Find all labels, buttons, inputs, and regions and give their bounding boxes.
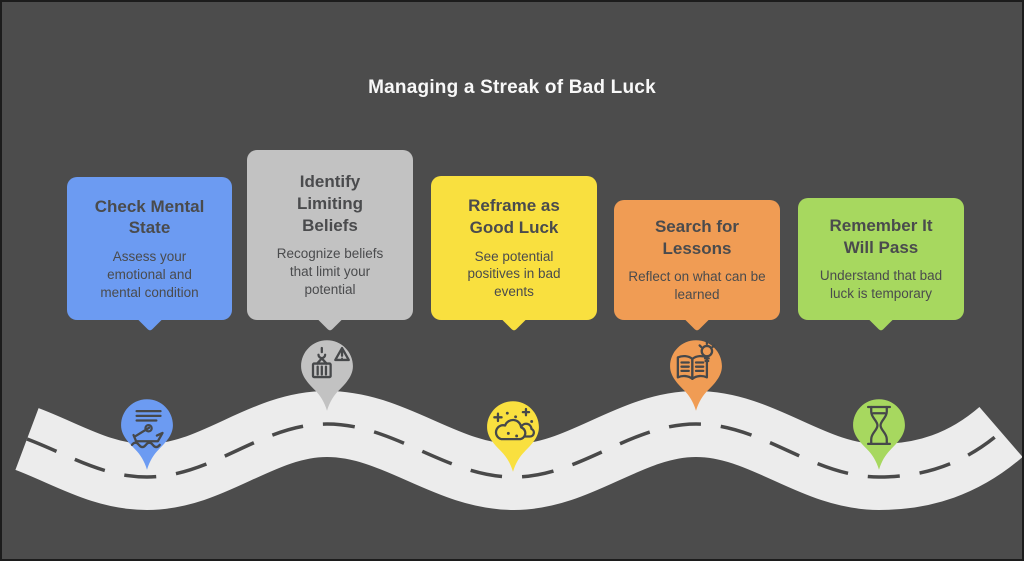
pin-shape — [487, 401, 539, 472]
crane-warning-icon — [311, 346, 350, 379]
open-book-bulb-icon — [676, 340, 716, 380]
pin-identify-limiting-beliefs — [301, 340, 353, 411]
step-description: Reflect on what can be learned — [628, 269, 766, 303]
page-title: Managing a Streak of Bad Luck — [368, 77, 656, 98]
step-description: Recognize beliefs that limit your potent… — [276, 246, 384, 298]
step-title: Check Mental State — [94, 196, 205, 238]
step-title: Identify Limiting Beliefs — [296, 172, 364, 235]
card-check-mental-state: Check Mental State Assess your emotional… — [67, 177, 232, 332]
step-title: Remember It Will Pass — [829, 215, 933, 257]
road-surface — [15, 390, 1022, 511]
card-remember-it-will-pass: Remember It Will Pass Understand that ba… — [798, 198, 964, 332]
pin-check-mental-state — [121, 399, 173, 470]
step-description: Understand that bad luck is temporary — [819, 268, 943, 302]
card-search-for-lessons: Search for Lessons Reflect on what can b… — [614, 200, 780, 332]
cloud-sparkles-icon — [493, 407, 535, 441]
step-description: See potential positives in bad events — [467, 248, 561, 300]
step-title: Search for Lessons — [654, 216, 740, 258]
pin-search-for-lessons — [670, 340, 722, 411]
step-description: Assess your emotional and mental conditi… — [100, 249, 199, 300]
pin-reframe-as-good-luck — [487, 401, 539, 472]
pin-remember-it-will-pass — [853, 399, 905, 470]
pin-shape — [301, 340, 353, 411]
step-title: Reframe as Good Luck — [468, 196, 560, 237]
card-reframe-as-good-luck: Reframe as Good Luck See potential posit… — [431, 176, 597, 332]
pin-shape — [121, 399, 173, 470]
pin-shape — [853, 399, 905, 470]
card-identify-limiting-beliefs: Identify Limiting Beliefs Recognize beli… — [247, 150, 413, 332]
hourglass-icon — [866, 405, 892, 445]
rowboat-icon — [130, 410, 164, 449]
